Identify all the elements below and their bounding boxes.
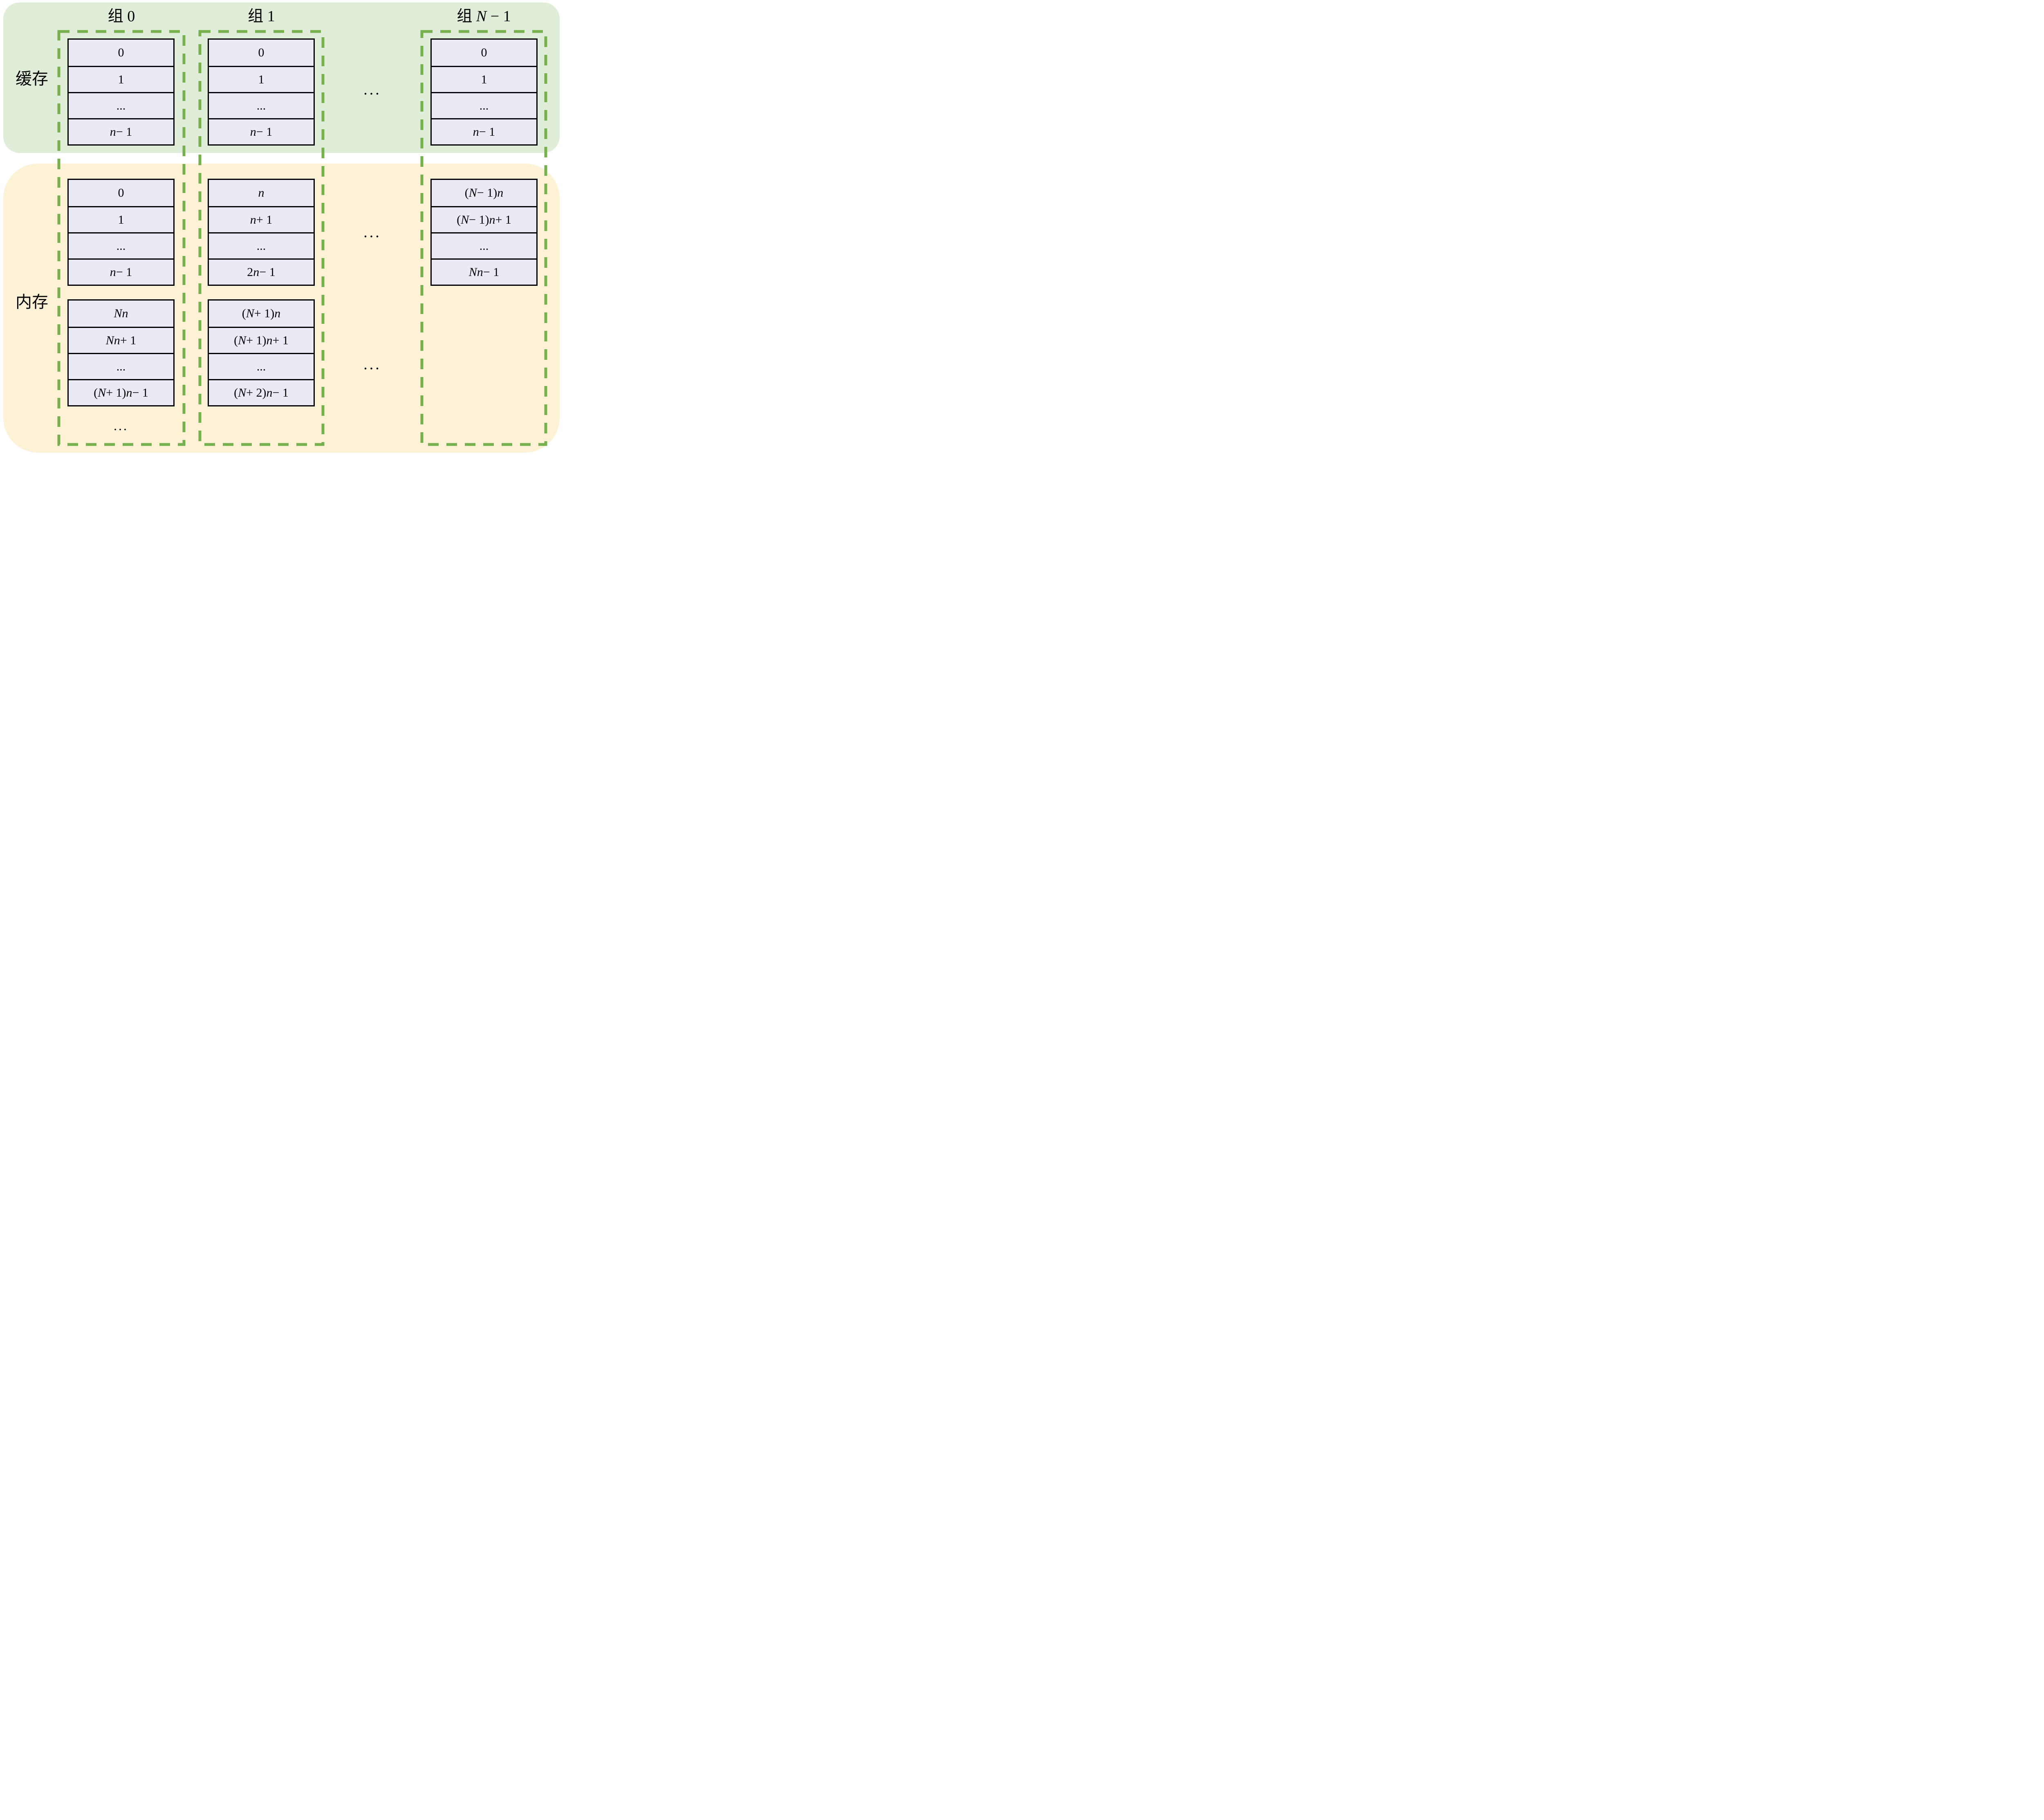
memory-block-cell: (N + 1)n — [209, 301, 314, 327]
memory-label: 内存 — [16, 293, 48, 311]
memory-block-cell: ... — [209, 353, 314, 379]
memory-block-cell: ... — [209, 232, 314, 258]
memory-block-cell: 1 — [69, 206, 173, 232]
cache-memory-diagram: 组 0 组 1 组 N − 1 缓存 内存 0 1 ... n − 1 0 1 … — [0, 0, 563, 455]
cache-line-cell: n − 1 — [209, 118, 314, 144]
cache-line-cell: 0 — [432, 40, 536, 66]
cache-line-cell: 0 — [209, 40, 314, 66]
memory-block-cell: ... — [69, 353, 173, 379]
memory-stack2-group-0: Nn Nn + 1 ... (N + 1)n − 1 — [67, 299, 175, 406]
memory-block-cell: (N − 1)n + 1 — [432, 206, 536, 232]
memory-block-cell: n — [209, 180, 314, 206]
group-0-memory-ellipsis: ... — [114, 418, 128, 433]
memory-block-cell: Nn + 1 — [69, 327, 173, 353]
memory-block-cell: (N + 1)n + 1 — [209, 327, 314, 353]
cache-stack-group-1: 0 1 ... n − 1 — [208, 38, 315, 146]
cache-line-cell: n − 1 — [69, 118, 173, 144]
memory-stack1-group-0: 0 1 ... n − 1 — [67, 179, 175, 286]
memory-block-cell: ... — [432, 232, 536, 258]
cache-gap-ellipsis: ... — [363, 81, 381, 98]
cache-line-cell: 1 — [209, 66, 314, 92]
cache-line-cell: ... — [69, 92, 173, 118]
memory-block-cell: (N + 2)n − 1 — [209, 379, 314, 405]
cache-line-cell: 1 — [69, 66, 173, 92]
memory-stack1-group-n-1: (N − 1)n (N − 1)n + 1 ... Nn − 1 — [430, 179, 538, 286]
group-1-label: 组 1 — [248, 8, 275, 25]
cache-stack-group-0: 0 1 ... n − 1 — [67, 38, 175, 146]
cache-stack-group-n-1: 0 1 ... n − 1 — [430, 38, 538, 146]
cache-line-cell: n − 1 — [432, 118, 536, 144]
memory-block-cell: n + 1 — [209, 206, 314, 232]
cache-line-cell: 1 — [432, 66, 536, 92]
cache-line-cell: 0 — [69, 40, 173, 66]
memory-block-cell: (N + 1)n − 1 — [69, 379, 173, 405]
memory-block-cell: Nn — [69, 301, 173, 327]
memory-gap-ellipsis-upper: ... — [363, 224, 381, 241]
memory-block-cell: 0 — [69, 180, 173, 206]
memory-block-cell: Nn − 1 — [432, 258, 536, 285]
memory-block-cell: n − 1 — [69, 258, 173, 285]
memory-block-cell: ... — [69, 232, 173, 258]
cache-line-cell: ... — [432, 92, 536, 118]
cache-line-cell: ... — [209, 92, 314, 118]
group-0-label: 组 0 — [108, 8, 135, 25]
cache-label: 缓存 — [16, 70, 48, 88]
group-n-1-label: 组 N − 1 — [457, 8, 511, 25]
memory-stack2-group-1: (N + 1)n (N + 1)n + 1 ... (N + 2)n − 1 — [208, 299, 315, 406]
memory-block-cell: (N − 1)n — [432, 180, 536, 206]
memory-gap-ellipsis-lower: ... — [363, 356, 381, 373]
